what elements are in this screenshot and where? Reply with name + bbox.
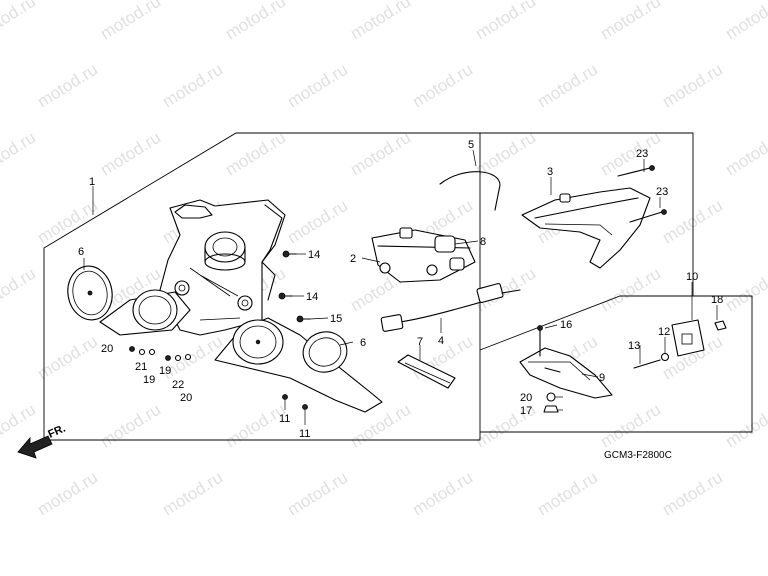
- watermark-text: motod.ru: [0, 128, 39, 180]
- callout-part-8: 8: [480, 236, 486, 248]
- watermark-text: motod.ru: [722, 400, 768, 452]
- bolt-part-23: [617, 165, 667, 223]
- watermark-text: motod.ru: [284, 196, 351, 248]
- watermark-text: motod.ru: [409, 60, 476, 112]
- callout-part-6-right: 6: [360, 337, 366, 349]
- callout-part-23-b: 23: [656, 186, 668, 198]
- callout-part-7: 7: [417, 336, 423, 348]
- callout-part-10: 10: [686, 271, 698, 283]
- watermark-text: motod.ru: [97, 0, 164, 43]
- fasteners-parts-12-13-18: [633, 320, 727, 369]
- watermark-text: motod.ru: [722, 264, 768, 316]
- assembly-frame-upper: [480, 132, 694, 296]
- callout-part-23-a: 23: [636, 148, 648, 160]
- watermark-text: motod.ru: [659, 468, 726, 520]
- callout-part-4: 4: [438, 335, 444, 347]
- watermark-text: motod.ru: [159, 468, 226, 520]
- screws-part-11: [282, 394, 308, 410]
- wire-part-5: [439, 171, 501, 211]
- callout-part-12: 12: [658, 326, 670, 338]
- callout-part-17: 17: [520, 405, 532, 417]
- watermark-text: motod.ru: [534, 468, 601, 520]
- callout-part-11-a: 11: [279, 413, 290, 425]
- watermark-text: motod.ru: [409, 468, 476, 520]
- callout-labels: 1 2 3 4 5 6 6 7 8 9 10 11 11 12 13 14 14…: [78, 139, 723, 440]
- watermark-text: motod.ru: [722, 0, 768, 43]
- watermark-text: motod.ru: [534, 60, 601, 112]
- diagram-code: GCM3-F2800C: [604, 450, 672, 461]
- plate-part-7: [397, 354, 456, 389]
- callout-part-5: 5: [468, 139, 474, 151]
- watermark-text: motod.ru: [34, 196, 101, 248]
- harness-part-4: [380, 283, 521, 332]
- watermark-text: motod.ru: [97, 128, 164, 180]
- watermark-text: motod.ru: [659, 60, 726, 112]
- watermark-text: motod.ru: [347, 0, 414, 43]
- callout-part-19-b: 19: [159, 365, 171, 377]
- lens-left-part-6: [67, 265, 113, 321]
- watermark-text: motod.ru: [97, 400, 164, 452]
- callout-part-20-c: 20: [520, 392, 532, 404]
- bracket-left: [99, 289, 191, 336]
- watermark-text: motod.ru: [597, 400, 664, 452]
- watermark-text: motod.ru: [597, 128, 664, 180]
- callout-part-9: 9: [599, 372, 605, 384]
- callout-part-21: 21: [135, 361, 147, 373]
- bolt-part-16: [537, 325, 543, 357]
- reflector-part-10: [671, 319, 705, 357]
- watermark-text: motod.ru: [0, 264, 39, 316]
- callout-part-18: 18: [711, 294, 723, 306]
- watermark-text: motod.ru: [34, 60, 101, 112]
- watermark-text: motod.ru: [597, 264, 664, 316]
- callout-part-13: 13: [628, 340, 640, 352]
- watermark-text: motod.ru: [472, 0, 539, 43]
- bracket-right: [214, 317, 383, 413]
- watermark-text: motod.ru: [347, 128, 414, 180]
- callout-part-22: 22: [172, 379, 184, 391]
- callout-part-19-a: 19: [143, 374, 155, 386]
- lens-right-part-6: [302, 331, 348, 373]
- callout-part-15: 15: [330, 313, 342, 325]
- screws-parts-14-15: [278, 250, 311, 323]
- callout-part-14-b: 14: [306, 291, 318, 303]
- front-arrow-icon: [17, 435, 53, 459]
- rear-cowl-part-3: [521, 187, 651, 269]
- callout-part-6-left: 6: [78, 246, 84, 258]
- callout-part-20-b: 20: [180, 392, 192, 404]
- callout-part-2: 2: [350, 253, 356, 265]
- watermark-text: motod.ru: [284, 60, 351, 112]
- assembly-frame-main: [43, 132, 481, 441]
- watermark-text: motod.ru: [597, 0, 664, 43]
- assembly-frame-secondary: [479, 295, 753, 433]
- front-direction-label: FR.: [46, 423, 67, 441]
- watermark-text: motod.ru: [722, 128, 768, 180]
- watermark-text: motod.ru: [159, 60, 226, 112]
- fasteners-left: [129, 346, 192, 362]
- watermark-text: motod.ru: [222, 0, 289, 43]
- callout-part-11-b: 11: [299, 428, 310, 440]
- nut-washer-parts-17-20: [543, 392, 559, 413]
- callout-part-3: 3: [547, 166, 553, 178]
- watermark-text: motod.ru: [222, 400, 289, 452]
- callout-part-20-a: 20: [101, 343, 113, 355]
- callout-part-1: 1: [89, 176, 95, 188]
- watermark-text: motod.ru: [0, 0, 39, 43]
- callout-part-16: 16: [560, 319, 572, 331]
- watermark-text: motod.ru: [34, 468, 101, 520]
- leader-lines: [83, 149, 718, 425]
- watermark-text: motod.ru: [284, 468, 351, 520]
- callout-part-14-a: 14: [308, 249, 320, 261]
- watermark-text: motod.ru: [659, 196, 726, 248]
